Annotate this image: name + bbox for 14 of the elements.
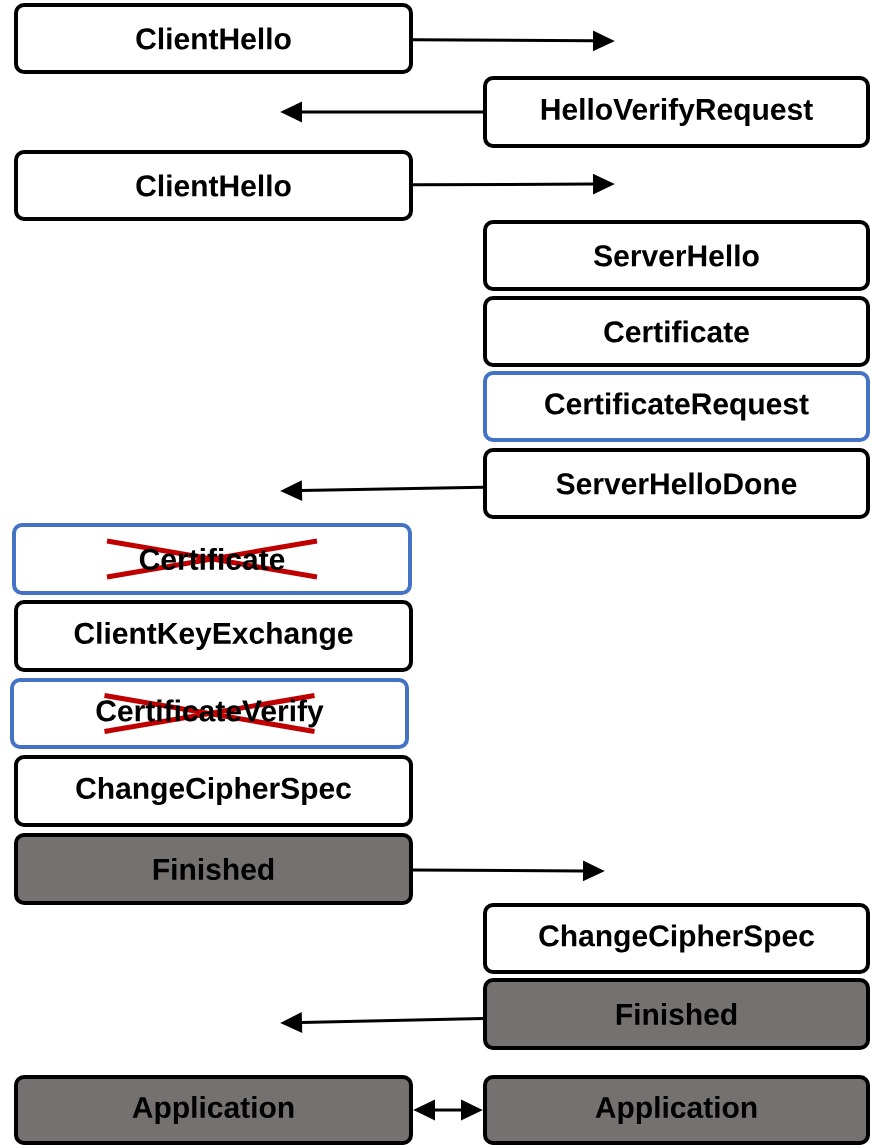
message-box: ClientHello — [14, 3, 413, 74]
message-box: Application — [483, 1075, 870, 1145]
message-box: CertificateRequest — [483, 371, 870, 442]
message-box: Finished — [483, 978, 870, 1050]
message-box: ServerHelloDone — [483, 448, 870, 519]
message-box: Application — [14, 1075, 413, 1145]
message-box: ChangeCipherSpec — [14, 755, 413, 827]
message-box: ServerHello — [483, 220, 870, 291]
message-box: Finished — [14, 833, 413, 905]
message-box: ClientHello — [14, 150, 413, 221]
message-box: ChangeCipherSpec — [483, 903, 870, 974]
message-box: Certificate — [483, 296, 870, 367]
message-box: HelloVerifyRequest — [483, 76, 870, 148]
message-box: ClientKeyExchange — [14, 600, 413, 672]
